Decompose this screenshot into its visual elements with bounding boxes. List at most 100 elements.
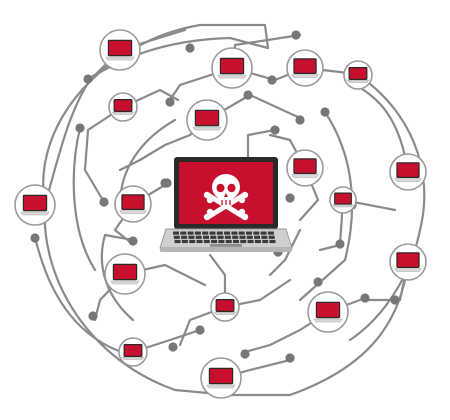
key: [233, 239, 239, 244]
laptop-screen: [196, 111, 218, 125]
junction-dot: [285, 193, 295, 203]
networked-laptop-icon: [14, 184, 56, 226]
networked-laptop-icon: [389, 243, 427, 281]
networked-laptop-icon: [343, 60, 373, 90]
wire-37: [246, 128, 277, 167]
networked-laptop-icon: [108, 92, 138, 122]
networked-laptop-icon: [114, 185, 152, 223]
bone-end: [241, 191, 249, 199]
wire-38: [268, 228, 302, 277]
bone-end: [203, 191, 211, 199]
networked-laptop-icon: [286, 49, 324, 87]
key: [261, 235, 268, 239]
key: [232, 235, 239, 239]
key: [209, 231, 216, 235]
junction-dot: [83, 74, 93, 84]
laptop-screen: [124, 345, 142, 356]
skull-crossbones-icon: [203, 174, 249, 221]
junction-dot: [313, 277, 323, 287]
laptop-screen: [210, 369, 232, 383]
junction-dot: [75, 123, 85, 133]
skull-eye: [227, 183, 236, 193]
laptop-screen: [216, 300, 234, 311]
junction-dot: [128, 236, 138, 246]
laptop-base: [110, 280, 140, 285]
key: [254, 235, 261, 239]
junction-dot: [320, 107, 330, 117]
networked-laptop-icon: [200, 357, 242, 399]
key: [253, 231, 260, 235]
laptop-screen: [114, 100, 132, 111]
wire-5: [86, 36, 270, 81]
wire-39: [118, 158, 142, 172]
skull-nose: [224, 193, 228, 197]
laptop-screen: [221, 59, 243, 73]
networked-laptop-icon: [307, 291, 349, 333]
bone-end: [238, 196, 246, 204]
key: [240, 239, 247, 244]
key: [216, 231, 223, 235]
skull-head: [212, 174, 240, 200]
laptop-base: [105, 56, 135, 61]
wire-23: [72, 126, 97, 272]
wire-0: [42, 23, 270, 207]
key: [260, 231, 267, 235]
laptop-base: [217, 74, 247, 79]
laptop-screen: [335, 193, 351, 204]
laptop-base: [192, 126, 222, 131]
skull-eye: [216, 183, 225, 193]
wire-13: [228, 260, 410, 397]
junction-dot: [360, 293, 370, 303]
key: [181, 235, 188, 239]
center-laptop-edge: [160, 248, 292, 252]
networked-laptop-icon: [118, 337, 148, 367]
key: [246, 231, 252, 235]
laptop-screen: [24, 196, 46, 210]
laptop-base: [213, 311, 237, 315]
wire-3: [43, 203, 232, 397]
laptop-base: [346, 79, 370, 83]
junction-dot: [195, 325, 205, 335]
key: [181, 239, 188, 244]
wire-4: [33, 235, 132, 357]
key: [203, 239, 210, 244]
key: [239, 235, 246, 239]
wire-10: [348, 73, 426, 342]
networked-laptop-icon: [186, 99, 228, 141]
networked-laptop-icon: [99, 29, 141, 71]
junction-dot: [165, 97, 175, 107]
junction-dot: [295, 115, 305, 125]
laptop-screen: [122, 195, 144, 209]
junction-dot: [30, 233, 40, 243]
laptop-base: [111, 111, 135, 115]
key: [203, 235, 209, 239]
junction-dot: [270, 125, 280, 135]
key: [189, 239, 196, 244]
key: [188, 235, 195, 239]
laptop-base: [332, 204, 354, 208]
laptop-screen: [397, 253, 419, 267]
key: [210, 235, 217, 239]
junction-dot: [88, 311, 98, 321]
junction-dot: [185, 43, 195, 53]
junction-dot: [390, 295, 400, 305]
networked-laptop-icon: [210, 292, 240, 322]
networked-laptop-icon: [211, 47, 253, 89]
key: [225, 239, 232, 244]
bone-end: [203, 213, 211, 221]
junction-dot: [291, 30, 301, 40]
laptop-base: [121, 356, 145, 360]
key: [231, 231, 238, 235]
laptop-base: [394, 268, 422, 272]
junction-dot: [335, 239, 345, 249]
networked-laptop-icon: [329, 186, 357, 214]
wire-2: [43, 48, 122, 207]
bone-end: [241, 213, 249, 221]
key: [246, 235, 253, 239]
key: [202, 231, 209, 235]
laptop-base: [313, 318, 343, 323]
laptop-screen: [294, 159, 316, 173]
laptop-screen: [397, 163, 419, 177]
networked-laptop-icon: [389, 153, 427, 191]
